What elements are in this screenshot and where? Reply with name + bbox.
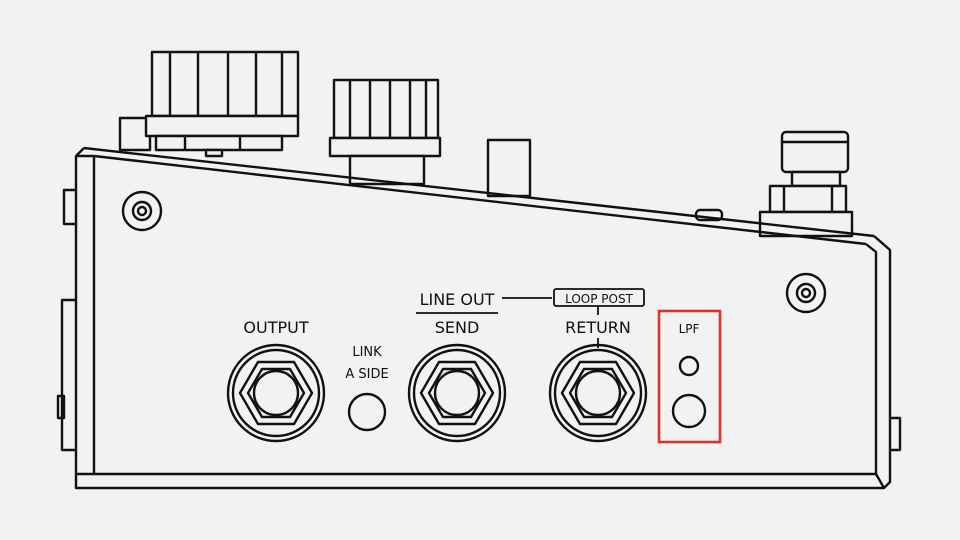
lpf-trimmer — [671, 393, 707, 429]
lpf-highlight-box — [657, 309, 722, 444]
return-jack — [548, 343, 648, 443]
label-lpf: LPF — [679, 322, 700, 336]
screw-top-left — [121, 190, 163, 232]
label-link: LINK — [352, 345, 382, 360]
label-output: OUTPUT — [243, 318, 308, 337]
large-knob — [144, 50, 300, 158]
link-a-side-button — [347, 392, 387, 432]
label-connectors — [416, 288, 645, 348]
medium-knob — [328, 78, 442, 186]
toggle-switch — [486, 138, 532, 198]
footswitch — [758, 130, 854, 238]
label-send: SEND — [435, 318, 480, 337]
send-jack — [407, 343, 507, 443]
label-return: RETURN — [565, 318, 631, 337]
lpf-led — [678, 355, 700, 377]
label-line-out: LINE OUT — [420, 290, 495, 309]
enclosure — [56, 146, 902, 490]
output-jack — [226, 343, 326, 443]
screw-top-right — [785, 272, 827, 314]
label-a-side: A SIDE — [345, 367, 388, 382]
label-loop-post: LOOP POST — [565, 292, 633, 306]
